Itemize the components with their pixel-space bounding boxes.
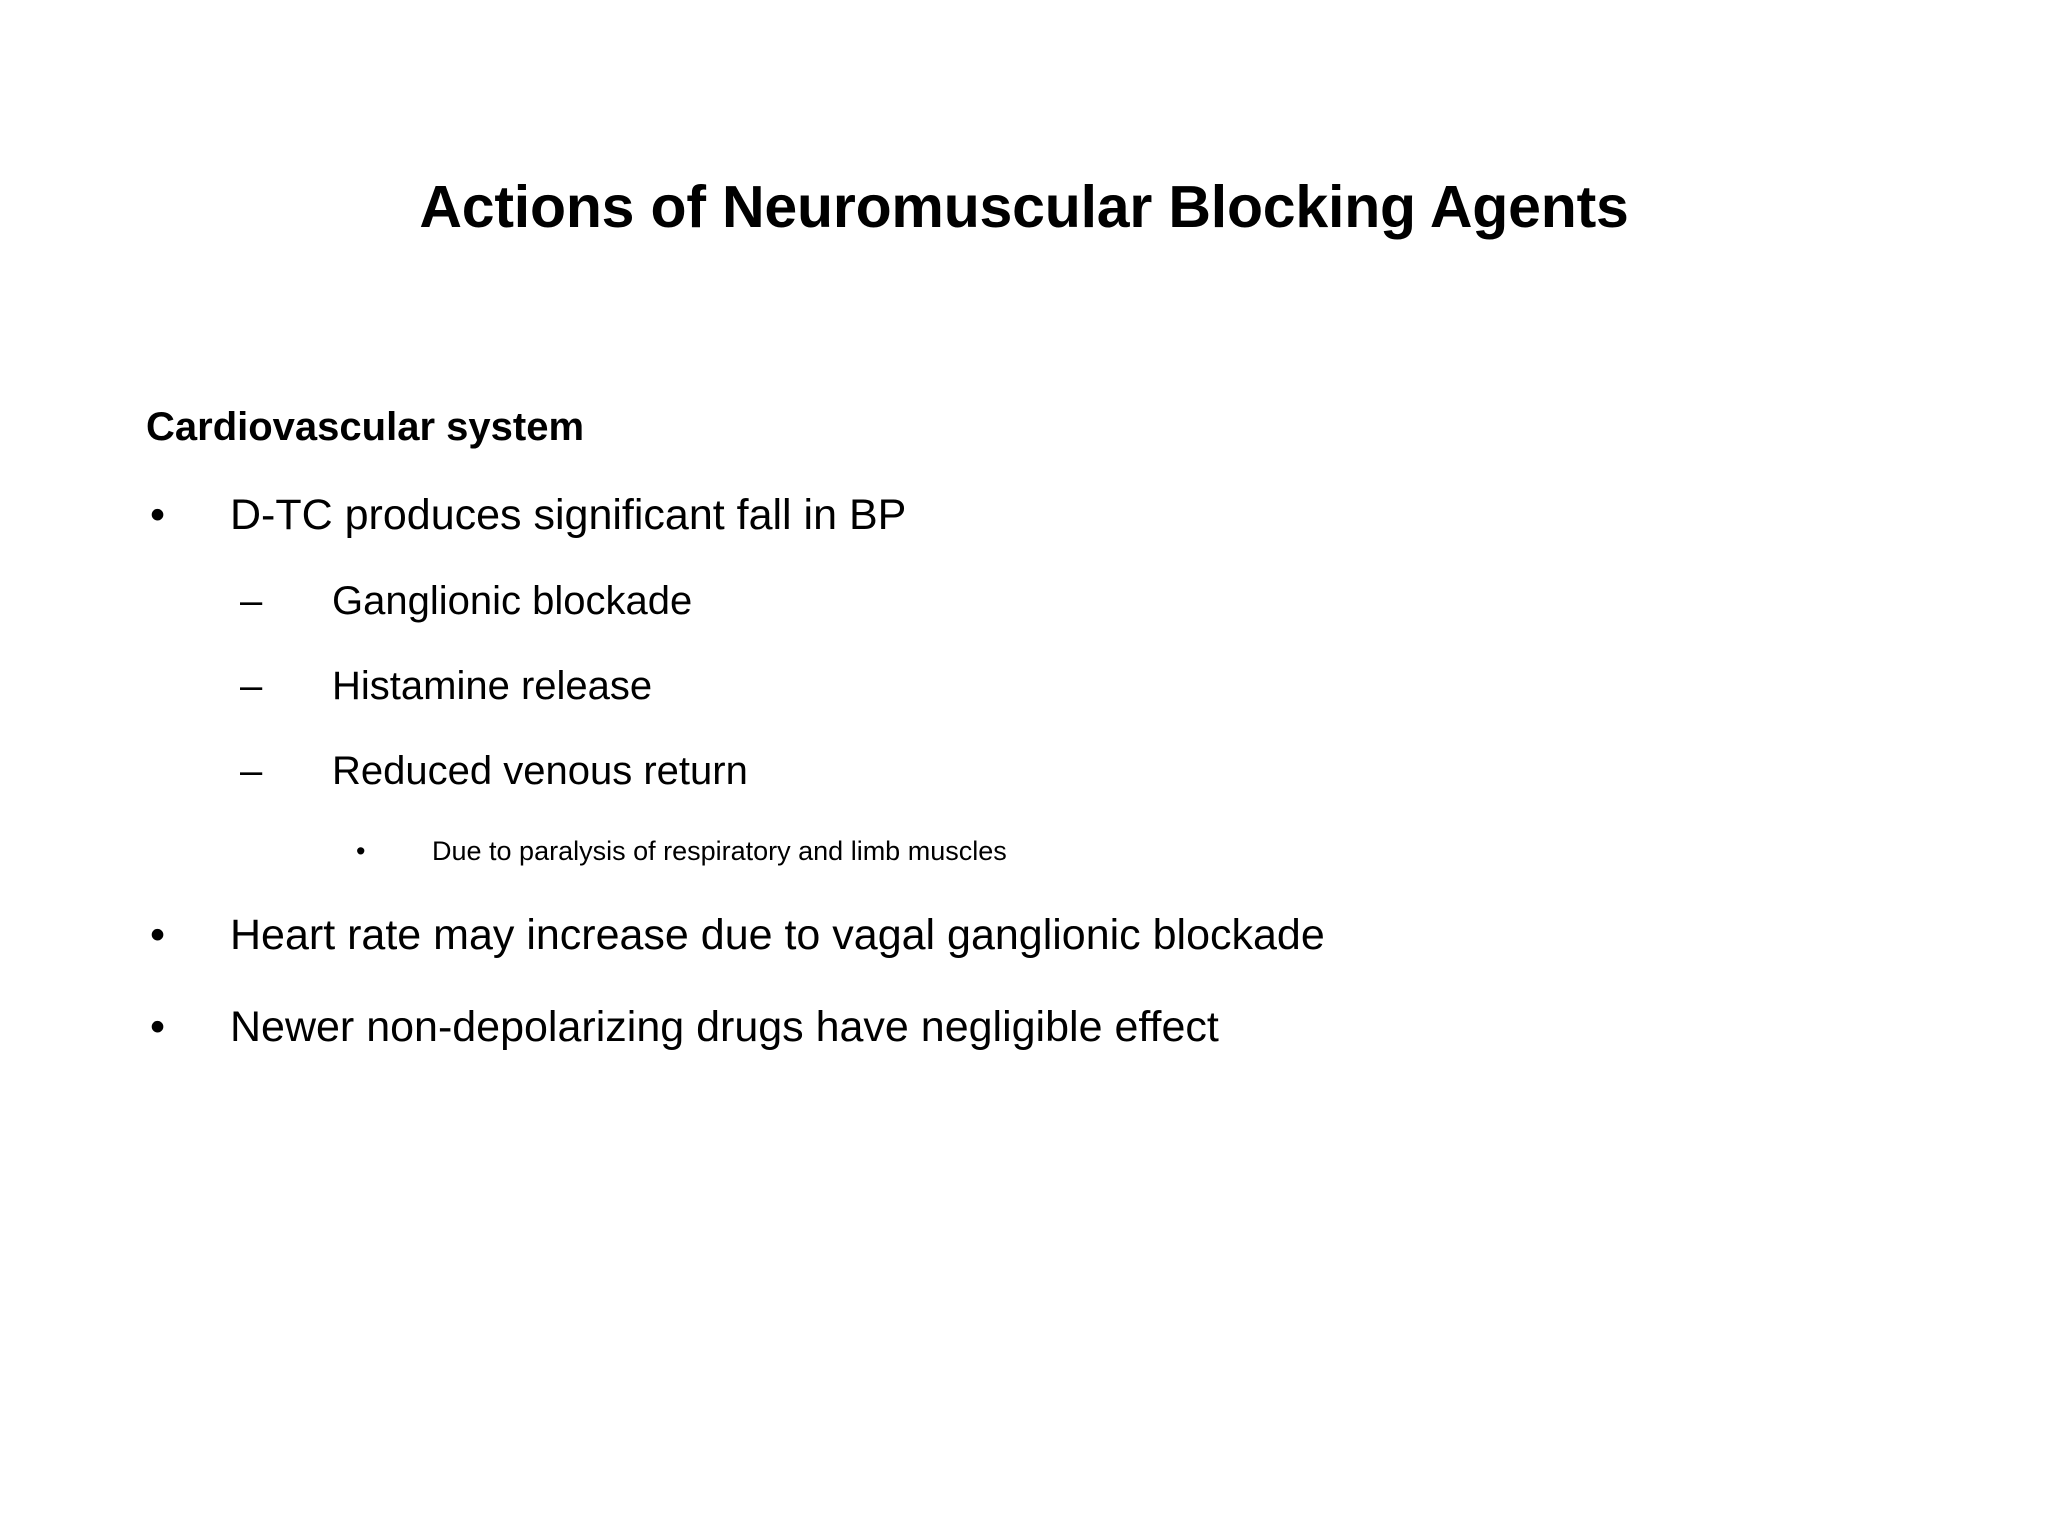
slide-body: Cardiovascular system • D-TC produces si… (140, 405, 1920, 1051)
dash-marker-icon: – (240, 579, 263, 624)
bullet-item-level2: – Histamine release (140, 664, 1920, 709)
bullet-marker-icon: • (356, 835, 366, 866)
bullet-text: Histamine release (332, 663, 653, 708)
bullet-marker-icon: • (150, 491, 166, 539)
bullet-item-level1: • Newer non-depolarizing drugs have negl… (140, 1003, 1920, 1051)
bullet-item-level1: • D-TC produces significant fall in BP (140, 491, 1920, 539)
slide-title: Actions of Neuromuscular Blocking Agents (419, 173, 1629, 240)
dash-marker-icon: – (240, 748, 263, 793)
bullet-item-level2: – Ganglionic blockade (140, 579, 1920, 624)
bullet-item-level1: • Heart rate may increase due to vagal g… (140, 911, 1920, 959)
bullet-text: Ganglionic blockade (332, 579, 693, 624)
bullet-item-level3: • Due to paralysis of respiratory and li… (140, 836, 1920, 867)
bullet-text: Reduced venous return (332, 748, 748, 793)
dash-marker-icon: – (240, 663, 263, 708)
bullet-item-level2: – Reduced venous return (140, 749, 1920, 794)
bullet-marker-icon: • (150, 1002, 166, 1051)
section-heading-cardiovascular-system: Cardiovascular system (146, 405, 585, 449)
bullet-marker-icon: • (150, 910, 166, 959)
bullet-text: Newer non-depolarizing drugs have neglig… (230, 1002, 1219, 1051)
bullet-text: Heart rate may increase due to vagal gan… (230, 910, 1325, 959)
bullet-text: Due to paralysis of respiratory and limb… (432, 835, 1007, 866)
bullet-text: D-TC produces significant fall in BP (230, 491, 907, 539)
